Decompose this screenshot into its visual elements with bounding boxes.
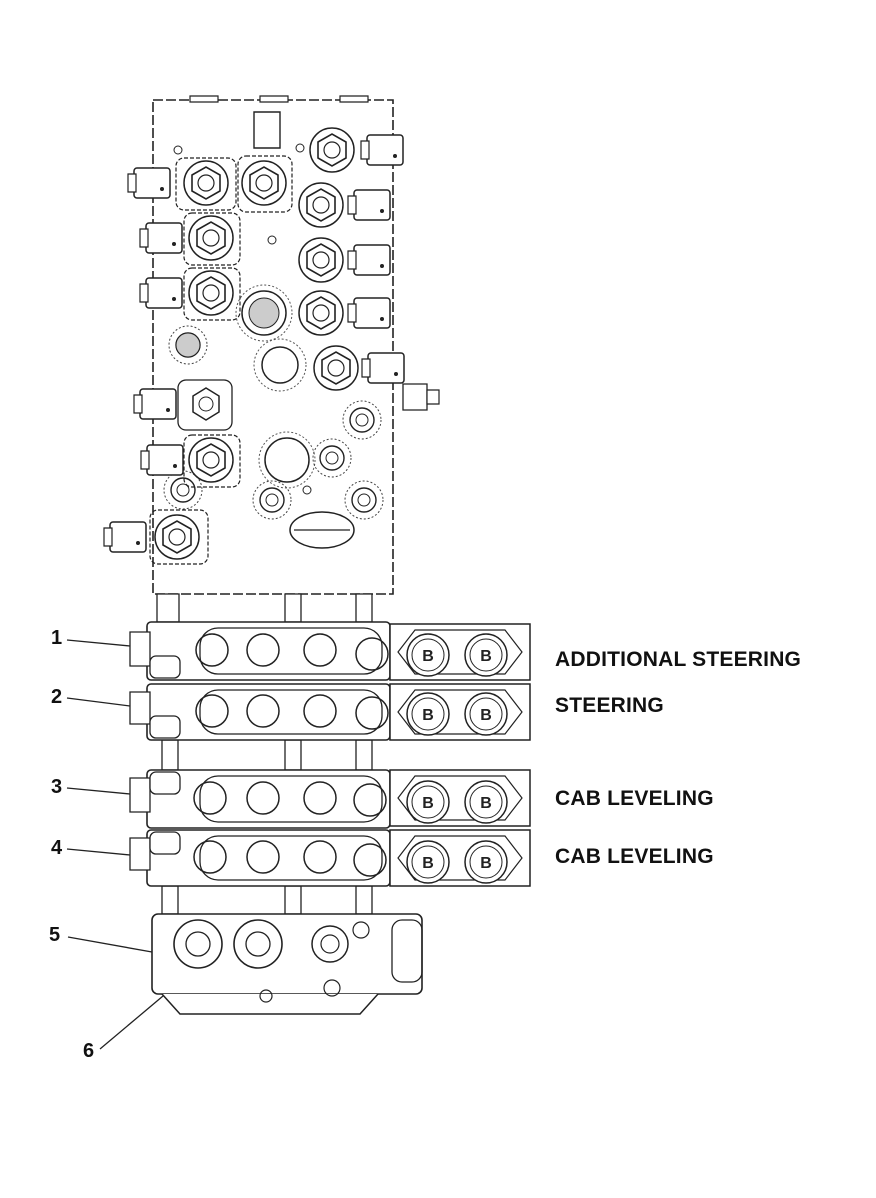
callout-6: 6 xyxy=(83,1040,95,1062)
callout-5: 5 xyxy=(49,924,61,946)
valve-section-4 xyxy=(130,830,530,886)
callout-4: 4 xyxy=(51,837,63,859)
upper-manifold xyxy=(103,96,439,594)
label-cab-leveling-2: CAB LEVELING xyxy=(555,845,714,868)
leader-lines xyxy=(67,640,163,1049)
label-additional-steering: ADDITIONAL STEERING xyxy=(555,648,802,671)
valve-section-3 xyxy=(130,770,530,828)
label-steering: STEERING xyxy=(555,694,664,717)
callout-2: 2 xyxy=(51,686,63,708)
callout-3: 3 xyxy=(51,776,63,798)
callout-1: 1 xyxy=(51,627,63,649)
valve-section-1 xyxy=(130,622,530,680)
label-cab-leveling-1: CAB LEVELING xyxy=(555,787,714,810)
inlet-section xyxy=(152,914,422,1014)
valve-section-2 xyxy=(130,684,530,740)
